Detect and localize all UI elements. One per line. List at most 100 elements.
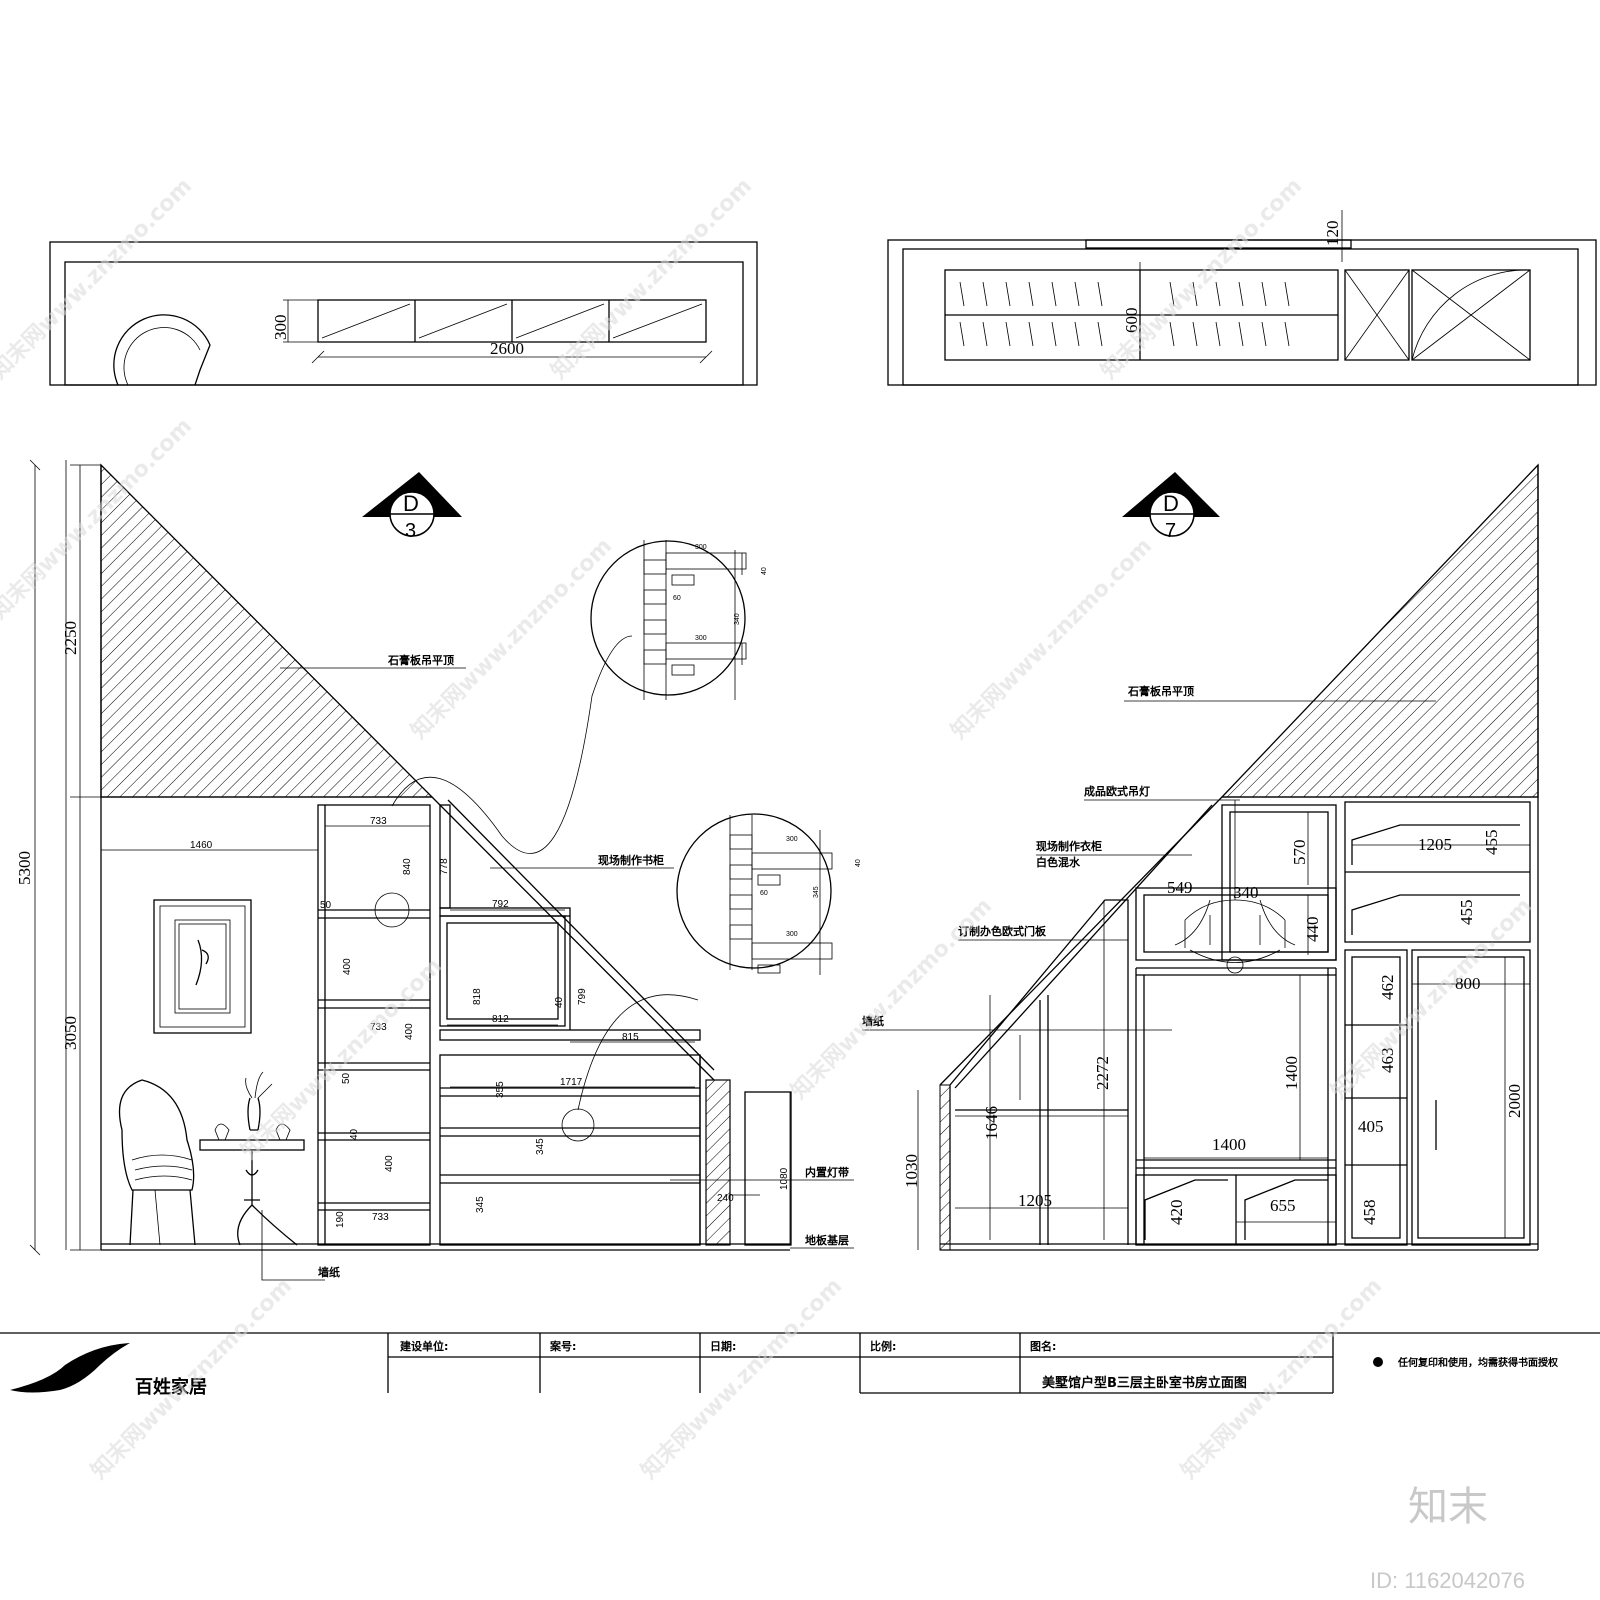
dim-1205-a: 1205 xyxy=(1418,835,1452,854)
label-bookcase: 现场制作书柜 xyxy=(598,853,664,867)
dim-1717: 1717 xyxy=(560,1077,583,1088)
watermark-brand: 知末 xyxy=(1408,1484,1488,1530)
dim-455-b: 455 xyxy=(1457,900,1476,926)
dim-792: 792 xyxy=(492,899,509,910)
label-date: 日期: xyxy=(710,1339,736,1353)
dim-733-c: 733 xyxy=(372,1212,389,1223)
watermark-11: 知末网www.znzmo.com xyxy=(636,1273,847,1484)
notice-bullet xyxy=(1373,1357,1383,1367)
plan-left: 300 2600 xyxy=(49,241,758,386)
dim-400-a: 400 xyxy=(342,958,353,975)
dim-458: 458 xyxy=(1360,1200,1379,1226)
watermark-1: 知末网www.znzmo.com xyxy=(0,173,197,384)
detail1-300-b: 300 xyxy=(695,635,707,642)
label-ceiling-right: 石膏板吊平顶 xyxy=(1127,684,1194,698)
picture-frame xyxy=(153,899,252,1034)
dim-120: 120 xyxy=(1323,221,1342,247)
watermark-10: 知末网www.znzmo.com xyxy=(86,1273,297,1484)
dim-800: 800 xyxy=(1455,974,1481,993)
dim-2000: 2000 xyxy=(1505,1084,1524,1118)
dim-2272: 2272 xyxy=(1093,1056,1112,1090)
dim-549: 549 xyxy=(1167,878,1193,897)
company-name: 百姓家居 xyxy=(135,1376,207,1398)
dim-440: 440 xyxy=(1303,917,1322,943)
dim-655: 655 xyxy=(1270,1196,1296,1215)
label-light-strip: 内置灯带 xyxy=(805,1165,849,1179)
dim-3050: 3050 xyxy=(61,1016,80,1050)
dim-2250: 2250 xyxy=(61,621,80,655)
label-chandelier: 成品欧式吊灯 xyxy=(1084,784,1150,798)
label-wallpaper-right: 墙纸 xyxy=(862,1014,884,1028)
detail2-60: 60 xyxy=(760,890,768,897)
section-letter-d7: D xyxy=(1163,491,1179,516)
detail1-300-a: 300 xyxy=(695,544,707,551)
watermark-3: 知末网www.znzmo.com xyxy=(1096,173,1307,384)
company-logo-swoosh xyxy=(10,1343,130,1393)
dim-600: 600 xyxy=(1122,308,1141,334)
detail-circle-2: 300 300 60 345 40 xyxy=(676,813,862,975)
dim-1460: 1460 xyxy=(190,840,213,851)
dim-50-b: 50 xyxy=(341,1072,352,1084)
watermark-2: 知末网www.znzmo.com xyxy=(546,173,757,384)
bookcase-dims: 733 840 778 50 792 400 818 812 733 400 4… xyxy=(320,816,695,1228)
section-letter-d3: D xyxy=(403,491,419,516)
dim-400-b: 400 xyxy=(404,1023,415,1040)
dim-1400-v: 1400 xyxy=(1282,1056,1301,1090)
label-door: 订制办色欧式门板 xyxy=(958,924,1047,938)
dim-2600: 2600 xyxy=(490,339,524,358)
dim-405: 405 xyxy=(1358,1117,1384,1136)
dim-5300: 5300 xyxy=(15,851,34,885)
dim-340: 340 xyxy=(1233,883,1259,902)
hanger-row xyxy=(959,281,1290,347)
dim-345-a: 345 xyxy=(535,1138,546,1155)
section-number-d7: 7 xyxy=(1165,520,1176,542)
dim-190: 190 xyxy=(335,1211,346,1228)
dim-818: 818 xyxy=(472,988,483,1005)
detail1-340: 340 xyxy=(734,613,741,625)
label-scale: 比例: xyxy=(870,1339,896,1353)
dim-462: 462 xyxy=(1378,975,1397,1001)
dim-40-b: 40 xyxy=(349,1128,360,1140)
watermarks: 知末网www.znzmo.com 知末网www.znzmo.com 知末网www… xyxy=(0,173,1537,1593)
bookcase-left xyxy=(317,804,701,1246)
dim-812: 812 xyxy=(492,1014,509,1025)
dim-799: 799 xyxy=(577,988,588,1005)
watermark-5: 知末网www.znzmo.com xyxy=(946,533,1157,744)
notice-text: 任何复印和使用，均需获得书面授权 xyxy=(1397,1356,1559,1369)
detail1-60: 60 xyxy=(673,595,681,602)
watermark-4: 知末网www.znzmo.com xyxy=(406,533,617,744)
detail2-40: 40 xyxy=(855,859,862,867)
dim-455-a: 455 xyxy=(1482,830,1501,856)
dim-355: 355 xyxy=(495,1081,506,1098)
wardrobe xyxy=(949,801,1531,1246)
plan-right: 600 120 xyxy=(887,210,1597,386)
detail-circle-1: 300 300 60 340 40 xyxy=(590,540,768,700)
dim-300: 300 xyxy=(271,315,290,341)
dim-815: 815 xyxy=(622,1032,639,1043)
dim-240: 240 xyxy=(717,1193,734,1204)
dim-345-b: 345 xyxy=(475,1196,486,1213)
chandelier xyxy=(1174,800,1296,974)
label-drawing: 图名: xyxy=(1030,1339,1056,1353)
dim-1205-b: 1205 xyxy=(1018,1191,1052,1210)
detail2-345: 345 xyxy=(813,886,820,898)
label-case: 案号: xyxy=(549,1339,576,1353)
section-mark-d3: D 3 xyxy=(362,472,462,542)
label-ceiling-left: 石膏板吊平顶 xyxy=(387,653,454,667)
detail1-40: 40 xyxy=(761,567,768,575)
elevation-right: D 7 xyxy=(862,463,1539,1251)
detail2-300-b: 300 xyxy=(786,931,798,938)
label-floor: 地板基层 xyxy=(805,1233,849,1247)
elevation-left: 5300 2250 3050 D 3 1460 xyxy=(15,459,854,1281)
dim-1646: 1646 xyxy=(982,1106,1001,1140)
dim-40-a: 40 xyxy=(554,996,565,1008)
dim-50-a: 50 xyxy=(320,900,332,911)
dim-570: 570 xyxy=(1290,840,1309,866)
drawing-title: 美墅馆户型B三层主卧室书房立面图 xyxy=(1042,1375,1247,1391)
title-block: 建设单位: 案号: 日期: 比例: 图名: 美墅馆户型B三层主卧室书房立面图 任… xyxy=(0,1332,1600,1398)
dim-778: 778 xyxy=(439,858,450,875)
right-dims: 570 1205 455 549 340 455 440 800 462 140… xyxy=(902,812,1530,1250)
dim-1030: 1030 xyxy=(902,1154,921,1188)
dim-840: 840 xyxy=(402,858,413,875)
